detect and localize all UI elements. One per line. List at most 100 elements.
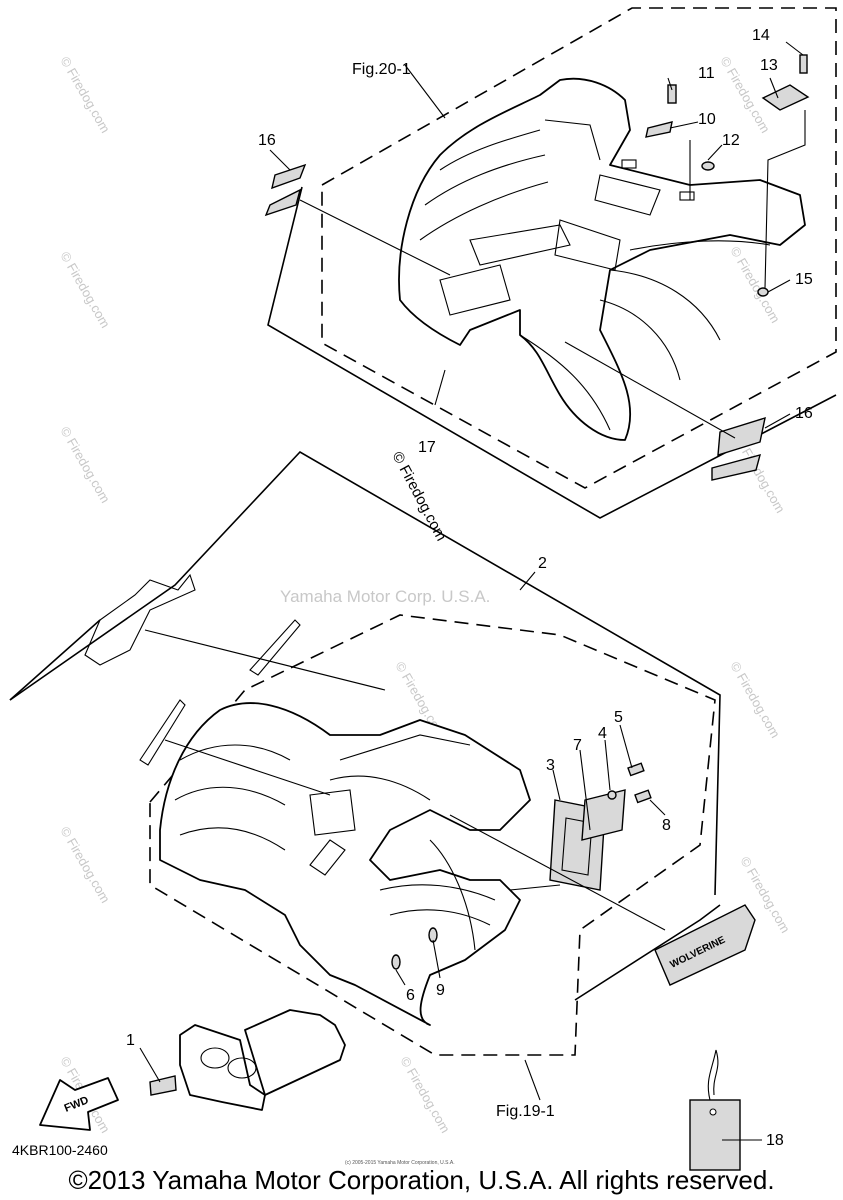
watermark-firedog-dark: © Firedog.com bbox=[388, 449, 449, 544]
callout-7: 7 bbox=[573, 737, 582, 754]
rear-assembly-outline bbox=[267, 186, 837, 519]
leader-5 bbox=[619, 724, 633, 769]
wolverine-decal bbox=[654, 904, 756, 986]
carrier-bracket bbox=[469, 224, 571, 266]
callout-4: 4 bbox=[598, 725, 607, 742]
bolt-14 bbox=[799, 54, 808, 74]
cover-13 bbox=[761, 84, 810, 111]
front-decal-left-upper bbox=[84, 573, 196, 666]
leader-fig20 bbox=[404, 64, 446, 119]
watermark-firedog: © Firedog.com bbox=[57, 249, 113, 331]
callout-14: 14 bbox=[752, 27, 770, 44]
fender-rib bbox=[599, 299, 681, 381]
caution-tag-18 bbox=[689, 1099, 741, 1171]
watermark-firedog: © Firedog.com bbox=[57, 824, 113, 906]
leader-17 bbox=[434, 369, 446, 406]
leader-10 bbox=[669, 121, 699, 129]
clip-6 bbox=[391, 954, 401, 970]
fender-rib bbox=[389, 909, 491, 926]
fine-print: (c) 2005-2015 Yamaha Motor Corporation, … bbox=[345, 1160, 455, 1166]
callout-12: 12 bbox=[722, 132, 740, 149]
fig-ref-20-1: Fig.20-1 bbox=[352, 61, 411, 78]
callout-10: 10 bbox=[698, 111, 716, 128]
fender-panel-edge bbox=[429, 839, 476, 951]
rear-decal-strip-16 bbox=[711, 454, 761, 481]
clip-9 bbox=[428, 927, 438, 943]
wolverine-decal-stripe bbox=[574, 904, 721, 1001]
leader-16b bbox=[764, 413, 791, 429]
callout-11: 11 bbox=[698, 65, 715, 82]
fender-rib bbox=[439, 129, 541, 171]
leader-6 bbox=[395, 969, 406, 986]
callout-8: 8 bbox=[662, 817, 671, 834]
rear-logo-decal-16 bbox=[717, 416, 766, 456]
fender-rib bbox=[179, 744, 291, 761]
front-assembly-outline bbox=[9, 450, 721, 896]
leader-14 bbox=[785, 41, 804, 56]
leader-8 bbox=[649, 799, 666, 816]
fender-slot bbox=[679, 191, 695, 201]
leader-11 bbox=[667, 77, 673, 91]
callout-16: 16 bbox=[258, 132, 276, 149]
rear-fender-group: 16 11 10 12 13 14 15 16 17 Fig.20-1 bbox=[258, 7, 837, 519]
fender-rib bbox=[424, 154, 546, 206]
fender-rib bbox=[629, 240, 771, 251]
grill-bracket bbox=[244, 1009, 346, 1096]
fender-rib bbox=[544, 119, 601, 161]
leader-16b-center bbox=[564, 341, 736, 439]
leader-7 bbox=[579, 749, 591, 831]
callout-3: 3 bbox=[546, 757, 555, 774]
callout-9: 9 bbox=[436, 982, 445, 999]
drawing-code: 4KBR100-2460 bbox=[12, 1142, 108, 1158]
callout-16: 16 bbox=[795, 405, 813, 422]
leader-1 bbox=[139, 1047, 161, 1083]
plate-10 bbox=[645, 121, 673, 138]
rear-assembly-dashed-frame bbox=[321, 7, 837, 489]
fender-rib bbox=[609, 269, 721, 341]
rear-fender-body bbox=[398, 77, 806, 441]
fender-rib bbox=[419, 181, 549, 241]
leader-plate bbox=[509, 884, 561, 891]
grill-lamp bbox=[200, 1047, 230, 1069]
leader-decal-lower bbox=[164, 739, 331, 796]
washer-12 bbox=[701, 161, 715, 171]
fender-rib bbox=[519, 334, 611, 431]
carrier-bracket bbox=[554, 219, 621, 271]
callout-17: 17 bbox=[418, 439, 436, 456]
callout-2: 2 bbox=[538, 555, 547, 572]
tag-string bbox=[707, 1049, 719, 1101]
callout-5: 5 bbox=[614, 709, 623, 726]
leader-13 bbox=[769, 77, 779, 99]
callout-6: 6 bbox=[406, 987, 415, 1004]
headlight-pod bbox=[309, 789, 356, 836]
fender-rib bbox=[179, 827, 286, 851]
leader-2 bbox=[519, 571, 536, 591]
callout-1: 1 bbox=[126, 1032, 135, 1049]
callout-18: 18 bbox=[766, 1132, 784, 1149]
leader-12 bbox=[707, 144, 723, 161]
leader-16a bbox=[269, 149, 291, 171]
front-fender-body bbox=[159, 702, 531, 1026]
screw-8 bbox=[634, 789, 652, 804]
screw-5 bbox=[627, 762, 645, 777]
fender-rib bbox=[174, 786, 286, 806]
fig-ref-19-1: Fig.19-1 bbox=[496, 1103, 555, 1120]
fender-rib bbox=[329, 775, 431, 801]
leader-decal-center bbox=[144, 629, 386, 691]
watermark-firedog: © Firedog.com bbox=[397, 1054, 453, 1136]
watermark-firedog: © Firedog.com bbox=[727, 244, 783, 326]
front-grill bbox=[179, 1024, 266, 1111]
front-assembly-dashed-frame bbox=[149, 614, 716, 1056]
leader-9 bbox=[432, 939, 441, 979]
watermark-firedog: © Firedog.com bbox=[57, 54, 113, 136]
tag-hole bbox=[709, 1108, 717, 1116]
storage-opening bbox=[594, 174, 661, 216]
fender-mount bbox=[439, 264, 511, 316]
front-decal-center bbox=[249, 619, 301, 676]
fwd-arrow-icon bbox=[39, 1077, 119, 1131]
leader-15 bbox=[767, 279, 791, 293]
watermark-yamaha: Yamaha Motor Corp. U.S.A. bbox=[280, 587, 490, 606]
nut-15 bbox=[757, 287, 769, 297]
side-decal-16-upper bbox=[271, 163, 307, 190]
